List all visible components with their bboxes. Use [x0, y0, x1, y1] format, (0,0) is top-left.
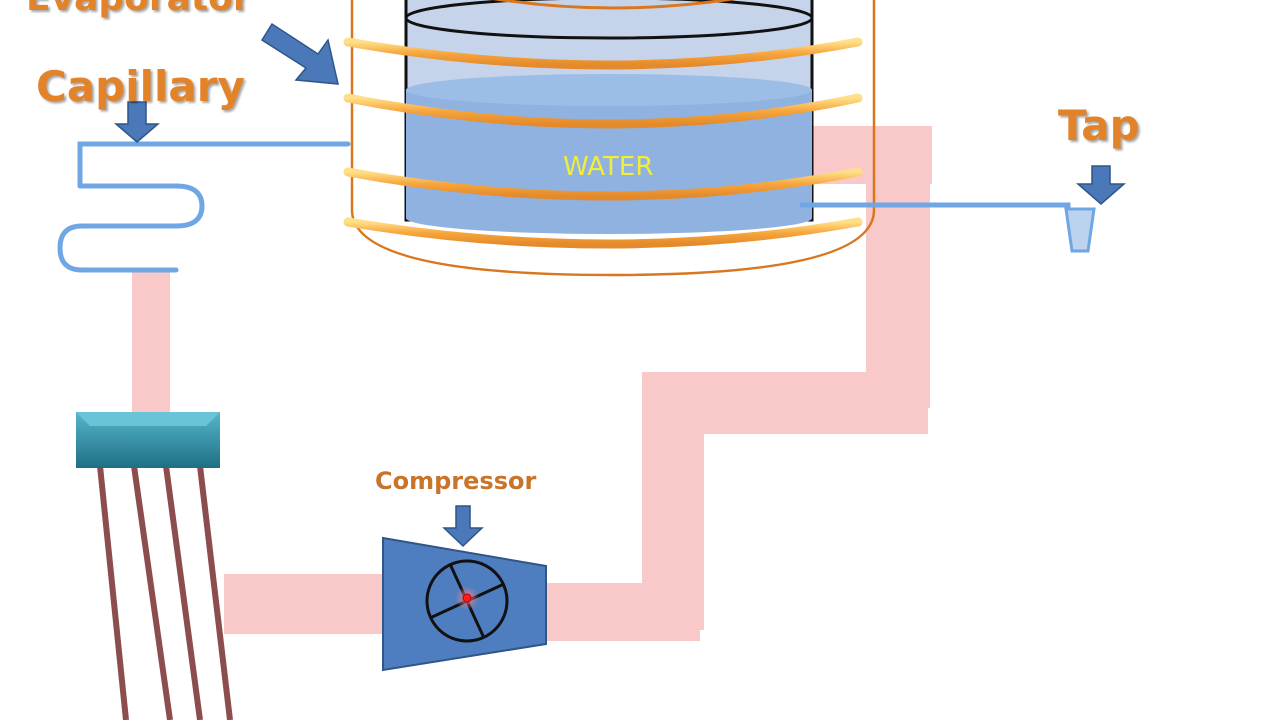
coil-4: [343, 217, 863, 249]
evaporator-shell: [350, 0, 876, 277]
compressor-center-dot: [462, 593, 472, 603]
compressor-fan-ring: [425, 559, 509, 643]
compressor-label: Compressor: [375, 467, 537, 495]
water-label: WATER: [563, 152, 654, 182]
coil-3: [343, 167, 863, 201]
pipe-capillary-to-condenser: [132, 272, 170, 412]
water-bottom: [406, 202, 812, 234]
evaporator-label: Evaporator: [26, 0, 251, 19]
capillary-arrow-icon: [113, 101, 161, 143]
tank-top-rim: [404, 0, 814, 40]
evaporator-top-arc: [492, 0, 736, 10]
capillary-tube: [57, 141, 351, 273]
condenser: [76, 412, 233, 720]
tap-pipe: [800, 202, 1071, 211]
condenser-header-bevel: [76, 412, 220, 426]
evaporator-coils: [343, 37, 863, 249]
pipe-condenser-to-compressor: [224, 574, 384, 634]
compressor: [382, 536, 547, 672]
compressor-arrow-icon: [442, 505, 484, 548]
capillary-label: Capillary: [36, 62, 245, 111]
coil-2: [343, 93, 863, 129]
tap-spout-icon: [1064, 207, 1096, 253]
capillary-loop-1: [77, 183, 205, 229]
pointer-arrows: [113, 22, 1127, 548]
refrigerant-pipes: [132, 126, 932, 641]
capillary-top-line: [77, 141, 351, 189]
capillary-loop-2: [57, 223, 179, 273]
evaporator-arrow-icon: [260, 22, 339, 85]
tap-label: Tap: [1058, 101, 1140, 150]
tap-arrow-icon: [1075, 165, 1127, 205]
water-surface: [406, 74, 812, 106]
water-tank: [404, 0, 814, 234]
condenser-tubes: [97, 465, 233, 720]
coil-1: [343, 37, 863, 70]
